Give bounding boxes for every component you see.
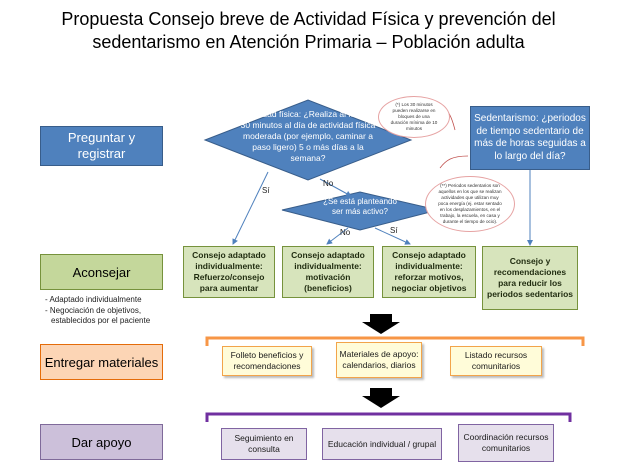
arrow-no-to-decision-2	[319, 178, 352, 197]
material-leaflet: Folleto beneficios y recomendaciones	[222, 346, 312, 376]
arrow-si-to-advice-3	[374, 227, 411, 245]
advise-note-2: - Negociación de objetivos,	[45, 305, 142, 315]
material-support-materials: Materiales de apoyo: calendarios, diario…	[336, 342, 422, 378]
page-title: Propuesta Consejo breve de Actividad Fís…	[0, 8, 617, 54]
note-sedentary-periods: (**) Periodos sedentarios son aquellos e…	[425, 176, 515, 232]
stage-advise-box: Aconsejar	[40, 254, 163, 290]
more-active-question-text: ¿Se está planteando ser más activo?	[323, 197, 397, 216]
arrow-no-to-advice-2	[326, 227, 349, 245]
stage-materials-box: Entregar materiales	[40, 344, 163, 380]
advice-box-1: Consejo adaptado individualmente: Refuer…	[183, 246, 275, 298]
title-line-1: Propuesta Consejo breve de Actividad Fís…	[61, 9, 556, 29]
label-no-1: No	[323, 179, 334, 188]
note2-connector	[439, 155, 469, 169]
stage-ask-box: Preguntar y registrar	[40, 126, 163, 166]
sedentarism-question-box: Sedentarismo: ¿periodos de tiempo sedent…	[470, 106, 590, 170]
advise-notes: - Adaptado individualmente - Negociación…	[45, 295, 205, 327]
label-si-1: Sí	[262, 186, 270, 195]
stage-ask-label: Preguntar y registrar	[67, 130, 136, 161]
materials-bracket	[205, 336, 585, 346]
stage-support-box: Dar apoyo	[40, 424, 163, 460]
advise-note-3: establecidos por el paciente	[51, 316, 151, 325]
advice-box-4: Consejo y recomendaciones para reducir l…	[482, 246, 578, 310]
down-arrow-1	[362, 314, 400, 334]
stage-materials-label: Entregar materiales	[44, 354, 159, 370]
note-30-minutes: (*) Los 30 minutos pueden realizarse en …	[378, 96, 450, 138]
support-bracket	[205, 412, 572, 422]
label-si-2: Sí	[390, 226, 398, 235]
title-line-2: sedentarismo en Atención Primaria – Pobl…	[92, 32, 525, 52]
advice-box-2: Consejo adaptado individualmente: motiva…	[282, 246, 374, 298]
label-no-2: No	[340, 228, 351, 237]
stage-support-label: Dar apoyo	[71, 434, 132, 450]
advise-note-1: - Adaptado individualmente	[45, 295, 142, 304]
stage-advise-label: Aconsejar	[72, 264, 131, 280]
advice-box-3: Consejo adaptado individualmente: reforz…	[382, 246, 476, 298]
down-arrow-2	[362, 388, 400, 408]
arrow-si-to-advice-1	[232, 171, 269, 245]
support-follow-up: Seguimiento en consulta	[221, 428, 307, 460]
material-community-resources: Listado recursos comunitarios	[450, 346, 542, 376]
activity-question-text: Actividad física: ¿Realiza al menos 30 m…	[240, 109, 376, 163]
support-coordination: Coordinación recursos comunitarios	[458, 424, 554, 462]
support-education: Educación individual / grupal	[322, 428, 442, 460]
activity-decision-diamond	[203, 99, 413, 181]
